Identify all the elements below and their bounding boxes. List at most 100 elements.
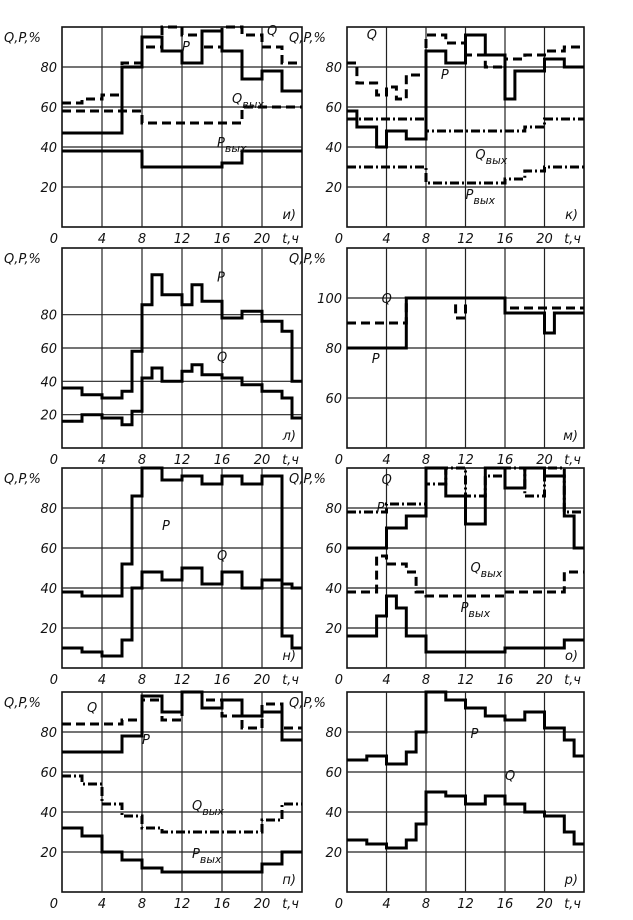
series-annotation: P <box>377 501 385 516</box>
y-tick-label: 80 <box>325 726 342 741</box>
series-annotation: Q <box>217 350 227 365</box>
series-annotation: Q <box>367 28 377 43</box>
x-tick-label: 16 <box>497 673 514 688</box>
x-tick-label: 0 <box>50 232 58 247</box>
y-tick-label: 40 <box>40 582 57 597</box>
series-annotation: Qвых <box>470 561 502 580</box>
y-tick-label: 60 <box>325 101 342 116</box>
series-annotation: Q <box>382 292 392 307</box>
series-line <box>62 105 302 125</box>
x-tick-label: 12 <box>174 232 191 247</box>
series-line <box>62 273 302 400</box>
x-tick-label: 8 <box>422 453 430 468</box>
x-tick-label: 16 <box>214 673 231 688</box>
series-annotation: Qвых <box>192 799 224 818</box>
y-tick-label: 60 <box>40 766 57 781</box>
series-line <box>62 25 302 105</box>
series-annotation: P <box>182 40 190 55</box>
series-annotation: Pвых <box>217 136 247 155</box>
y-tick-label: 40 <box>325 582 342 597</box>
y-tick-label: 20 <box>40 622 57 637</box>
x-tick-label: 20 <box>254 453 271 468</box>
x-tick-label: 16 <box>497 453 514 468</box>
y-tick-label: 80 <box>40 502 57 517</box>
series-line <box>62 149 302 169</box>
x-axis-label: t,ч <box>282 897 299 912</box>
y-tick-label: 20 <box>325 846 342 861</box>
y-tick-label: 60 <box>325 542 342 557</box>
x-tick-label: 12 <box>174 673 191 688</box>
x-tick-label: 12 <box>174 897 191 912</box>
series-line <box>62 774 302 834</box>
x-axis-label: t,ч <box>282 232 299 247</box>
series-line <box>347 117 584 133</box>
y-tick-label: 80 <box>325 502 342 517</box>
y-tick-label: 20 <box>40 409 57 424</box>
x-tick-label: 8 <box>422 897 430 912</box>
y-tick-label: 40 <box>40 141 57 156</box>
x-tick-label: 4 <box>98 897 106 912</box>
y-tick-label: 80 <box>325 61 342 76</box>
x-tick-label: 0 <box>50 453 58 468</box>
series-annotation: Q <box>87 701 97 716</box>
y-tick-label: 60 <box>40 542 57 557</box>
x-axis-label: t,ч <box>564 232 581 247</box>
x-tick-label: 4 <box>382 453 390 468</box>
y-tick-label: 20 <box>325 622 342 637</box>
panel-label: и) <box>282 208 296 223</box>
series-line <box>347 594 584 654</box>
y-tick-label: 60 <box>40 101 57 116</box>
x-tick-label: 0 <box>335 453 343 468</box>
y-axis-label: Q,P,% <box>4 252 41 267</box>
x-tick-label: 4 <box>98 673 106 688</box>
y-tick-label: 20 <box>40 846 57 861</box>
x-tick-label: 16 <box>214 453 231 468</box>
x-tick-label: 8 <box>138 232 146 247</box>
x-axis-label: t,ч <box>282 453 299 468</box>
series-annotation: Qвых <box>475 148 507 167</box>
panel-label: л) <box>282 429 296 444</box>
y-tick-label: 40 <box>40 806 57 821</box>
series-line <box>62 690 302 754</box>
x-tick-label: 4 <box>382 673 390 688</box>
y-axis-label: Q,P,% <box>4 696 41 711</box>
series-annotation: P <box>162 519 170 534</box>
series-line <box>347 790 584 850</box>
y-tick-label: 40 <box>325 806 342 821</box>
y-tick-label: 80 <box>40 61 57 76</box>
x-tick-label: 20 <box>536 453 553 468</box>
y-tick-label: 20 <box>40 181 57 196</box>
y-tick-label: 80 <box>40 309 57 324</box>
y-axis-label: Q,P,% <box>289 31 326 46</box>
series-annotation: Pвых <box>192 847 222 866</box>
x-tick-label: 0 <box>335 232 343 247</box>
series-line <box>347 466 584 550</box>
x-tick-label: 16 <box>214 232 231 247</box>
series-annotation: P <box>470 727 478 742</box>
x-tick-label: 0 <box>50 673 58 688</box>
y-tick-label: 40 <box>325 141 342 156</box>
x-tick-label: 0 <box>50 897 58 912</box>
series-annotation: Pвых <box>466 188 496 207</box>
x-axis-label: t,ч <box>564 453 581 468</box>
series-line <box>347 33 584 101</box>
x-axis-label: t,ч <box>564 673 581 688</box>
x-tick-label: 0 <box>335 673 343 688</box>
series-annotation: Q <box>382 473 392 488</box>
y-tick-label: 80 <box>40 726 57 741</box>
x-tick-label: 12 <box>457 232 474 247</box>
x-tick-label: 8 <box>138 897 146 912</box>
x-tick-label: 16 <box>497 232 514 247</box>
x-tick-label: 16 <box>497 897 514 912</box>
x-tick-label: 8 <box>138 673 146 688</box>
x-axis-label: t,ч <box>282 673 299 688</box>
y-tick-label: 60 <box>40 342 57 357</box>
